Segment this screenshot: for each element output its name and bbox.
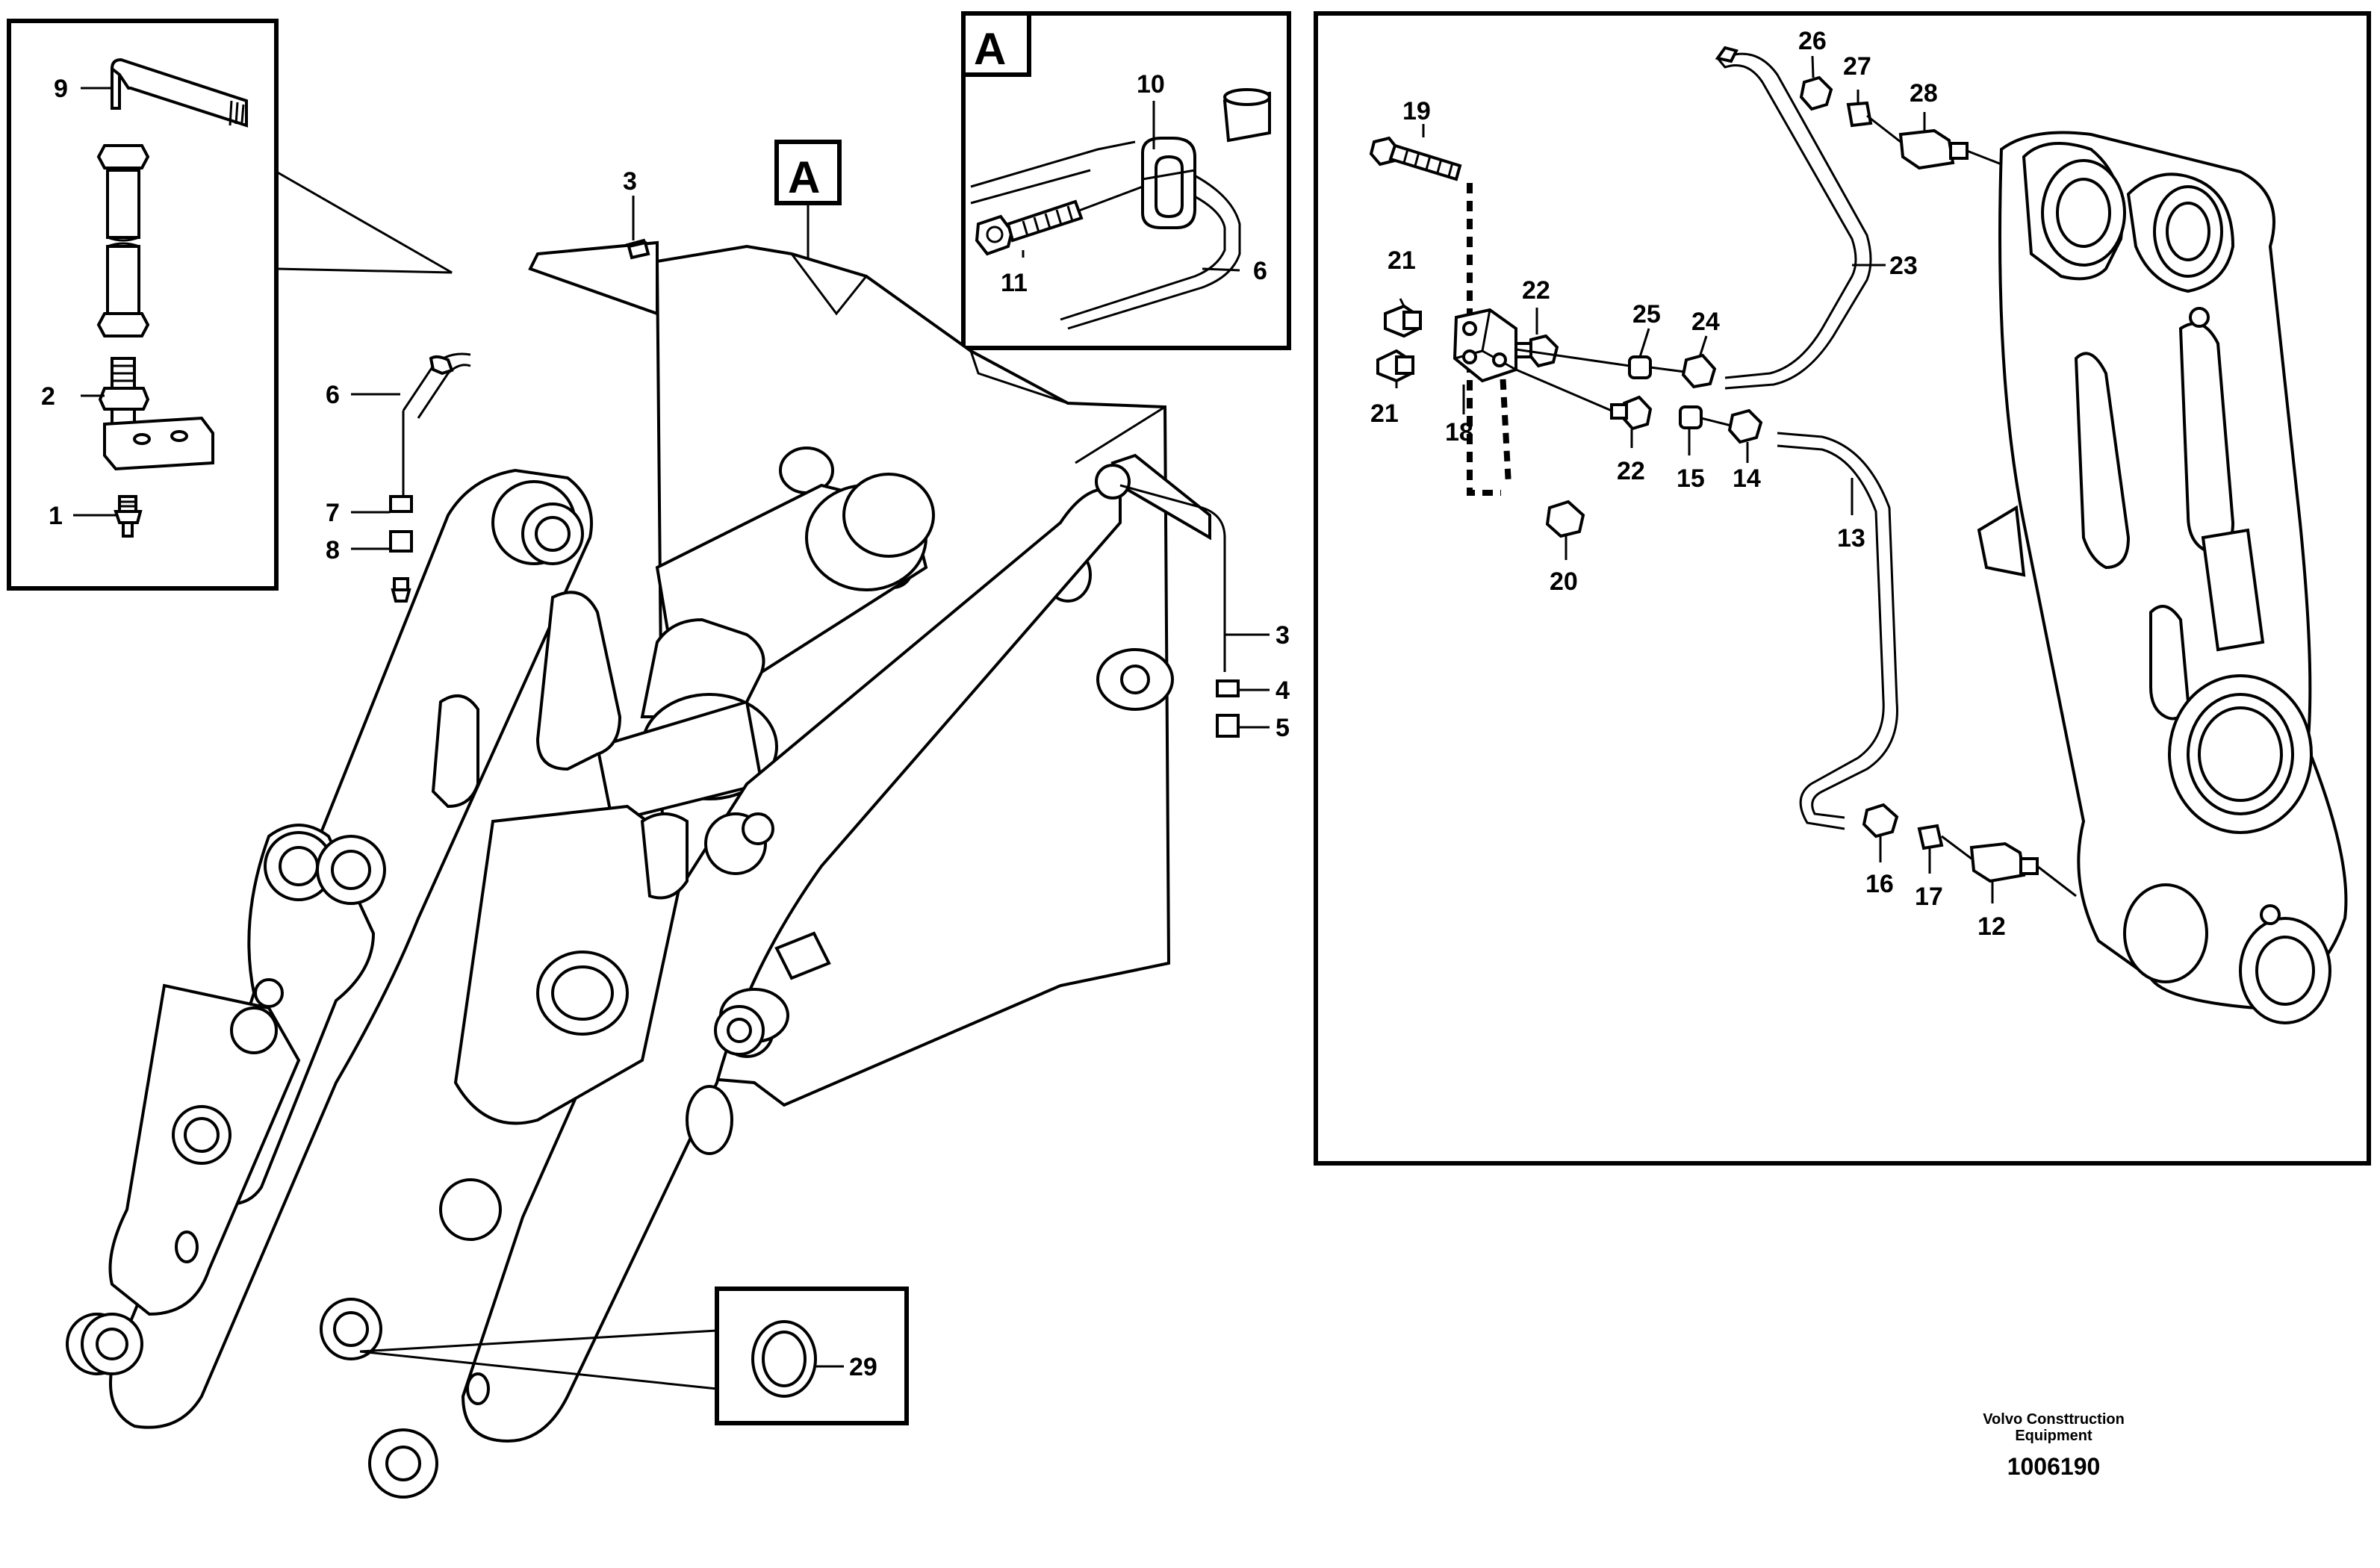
detail-box-grease-nipple: 9 2 1	[7, 19, 453, 591]
callout-10: 10	[1137, 70, 1165, 99]
callout-8: 8	[326, 536, 340, 564]
callout-24: 24	[1691, 308, 1720, 336]
footer-branding: Volvo Consttruction Equipment 1006190	[1957, 1411, 2151, 1481]
callout-22-lower: 22	[1617, 457, 1645, 485]
callout-1: 1	[49, 502, 63, 530]
drawing-number: 1006190	[2007, 1453, 2101, 1480]
callout-16: 16	[1865, 870, 1894, 898]
detail-box-bellcrank-lubrication: 19 21 21 18 22 22 25 24 15 14 20 23 13 2…	[1314, 11, 2371, 1166]
callout-15: 15	[1677, 464, 1705, 493]
callout-29: 29	[849, 1353, 877, 1381]
callout-14: 14	[1733, 464, 1761, 493]
callout-4: 4	[1276, 676, 1290, 705]
callout-27: 27	[1843, 52, 1871, 81]
callout-26: 26	[1798, 27, 1827, 55]
callout-21-lower: 21	[1370, 399, 1399, 428]
detail-bushing: 29	[359, 1287, 909, 1425]
callout-3-right: 3	[1276, 621, 1290, 650]
brand-line-2: Equipment	[2015, 1428, 2092, 1444]
main-lift-arm-assembly: A	[66, 140, 1290, 1499]
callout-3-top: 3	[623, 167, 637, 196]
callout-12: 12	[1977, 912, 2006, 941]
callout-13: 13	[1837, 524, 1865, 553]
callout-9: 9	[54, 75, 68, 103]
callout-19: 19	[1402, 97, 1431, 125]
callout-21-upper: 21	[1388, 246, 1416, 275]
callout-25: 25	[1632, 300, 1661, 329]
callout-7: 7	[326, 499, 340, 527]
callout-6-inset: 6	[1253, 257, 1267, 285]
callout-2: 2	[41, 382, 55, 411]
brand-line-1: Volvo Consttruction	[1983, 1411, 2125, 1428]
callout-20: 20	[1550, 567, 1578, 596]
callout-23: 23	[1889, 252, 1918, 280]
callout-22-upper: 22	[1522, 276, 1550, 305]
inset-view-a: A 10 11 6	[961, 11, 1291, 350]
callout-18: 18	[1445, 418, 1473, 447]
callout-28: 28	[1910, 79, 1938, 108]
view-a-marker: A	[788, 152, 820, 202]
callout-5: 5	[1276, 714, 1290, 742]
callout-11: 11	[1001, 269, 1028, 297]
inset-a-marker: A	[974, 24, 1006, 74]
callout-6-left: 6	[326, 381, 340, 409]
callout-17: 17	[1915, 883, 1943, 911]
